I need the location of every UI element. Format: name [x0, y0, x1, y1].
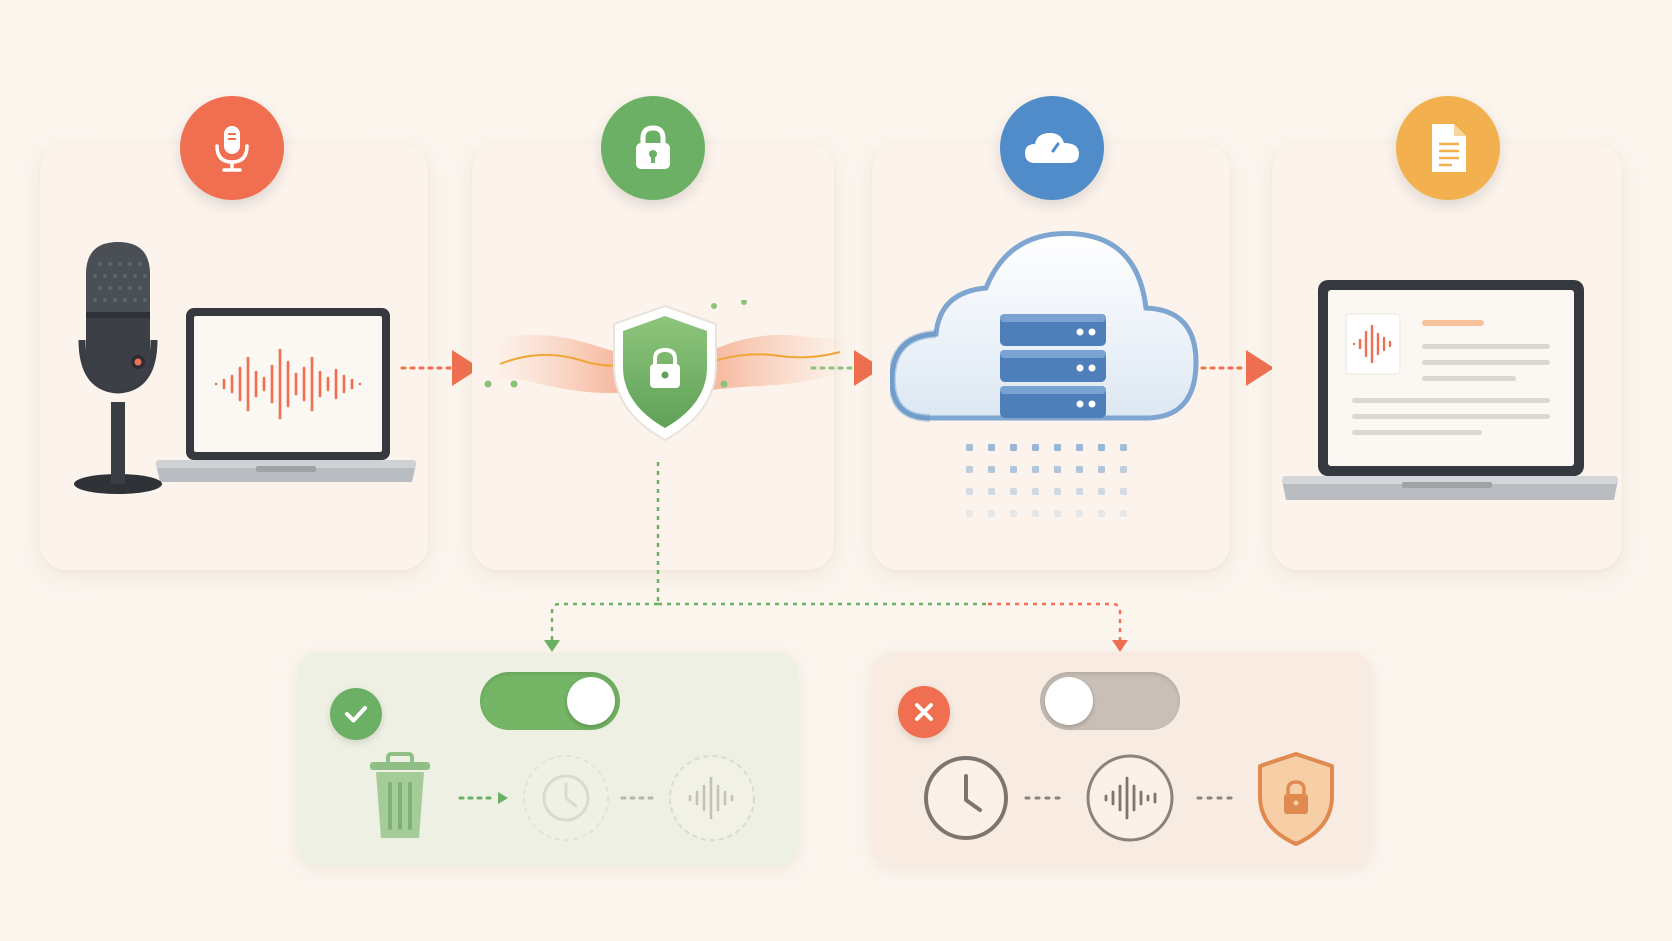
microphone-laptop-scene [74, 242, 416, 494]
toggle-knob [567, 677, 615, 725]
flow-arrow-cloud-to-transcript [1200, 350, 1274, 386]
toggle-on-switch[interactable] [480, 672, 620, 730]
clock-icon [523, 755, 609, 841]
clock-icon [924, 756, 1008, 840]
enabled-flow [370, 752, 755, 841]
waveform-icon [669, 755, 755, 841]
enabled-status-badge [330, 688, 382, 740]
waveform-icon [214, 348, 362, 420]
cloud-badge [1000, 96, 1104, 200]
waveform-icon [1086, 754, 1174, 842]
flow-arrow-record-to-encrypt [400, 350, 480, 386]
branch-connectors [544, 462, 1128, 652]
x-icon [915, 703, 933, 721]
laptop-transcript-scene [1282, 280, 1618, 500]
toggle-knob [1045, 677, 1093, 725]
cloud-icon [1025, 133, 1079, 163]
server-stack-icon [1000, 314, 1106, 418]
document-icon [1432, 124, 1466, 172]
disabled-flow [924, 752, 1334, 846]
microphone-badge [180, 96, 284, 200]
cloud-server-scene [890, 230, 1199, 517]
encrypted-stream-scene [484, 300, 850, 442]
document-badge [1396, 96, 1500, 200]
trash-icon [370, 752, 430, 838]
flow-arrow-encrypt-to-cloud [810, 350, 882, 386]
waveform-icon [1352, 324, 1392, 364]
padlock-badge [601, 96, 705, 200]
padlock-icon [636, 125, 670, 169]
disabled-status-badge [898, 686, 950, 738]
toggle-off-switch[interactable] [1040, 672, 1180, 730]
check-icon [345, 706, 367, 723]
shield-lock-icon [1258, 752, 1334, 846]
microphone-icon [215, 126, 249, 172]
